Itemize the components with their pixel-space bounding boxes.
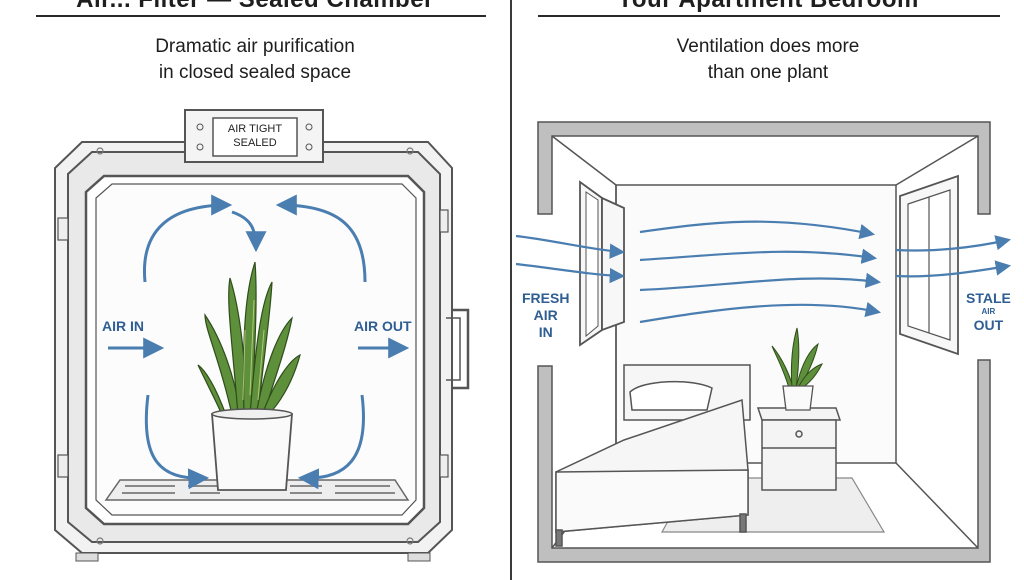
window-icon-right	[899, 174, 959, 356]
circulation-arrows	[142, 194, 367, 490]
bedroom-illustration	[515, 121, 1012, 563]
left-subtitle-line2: in closed sealed space	[158, 62, 352, 83]
bed-icon	[555, 364, 751, 547]
nightstand-icon	[756, 407, 842, 491]
bedroom-panel: Your Apartment Bedroom Ventilation does …	[512, 0, 1024, 580]
left-subtitle: Dramatic air purification in closed seal…	[0, 34, 510, 86]
air-in-label: AIR IN	[102, 318, 144, 334]
fresh-air-in-label: FRESH AIR IN	[522, 290, 570, 340]
panel-divider	[510, 0, 512, 580]
right-heading-rule	[538, 15, 1000, 17]
airflow-arrows	[515, 220, 1012, 324]
door-handle	[446, 308, 470, 390]
snake-plant-icon-small	[771, 327, 823, 411]
right-heading: Your Apartment Bedroom	[512, 0, 1024, 14]
right-subtitle-line2: than one plant	[707, 62, 829, 83]
left-subtitle-line1: Dramatic air purification	[155, 36, 355, 57]
air-tight-plate	[184, 109, 324, 163]
right-subtitle: Ventilation does more than one plant	[512, 34, 1024, 86]
left-heading-rule	[36, 15, 486, 17]
sealed-chamber-panel: Air... Filter — Sealed Chamber Dramatic …	[0, 0, 510, 580]
stale-air-out-label: STALE AIR OUT	[966, 290, 1011, 333]
left-heading: Air... Filter — Sealed Chamber	[0, 0, 510, 14]
window-icon	[579, 180, 625, 347]
snake-plant-icon	[197, 261, 301, 491]
air-tight-label: AIR TIGHT SEALED	[227, 123, 283, 149]
sealed-chamber-illustration	[54, 109, 470, 562]
right-subtitle-line1: Ventilation does more	[676, 36, 860, 57]
air-out-label: AIR OUT	[354, 318, 412, 334]
